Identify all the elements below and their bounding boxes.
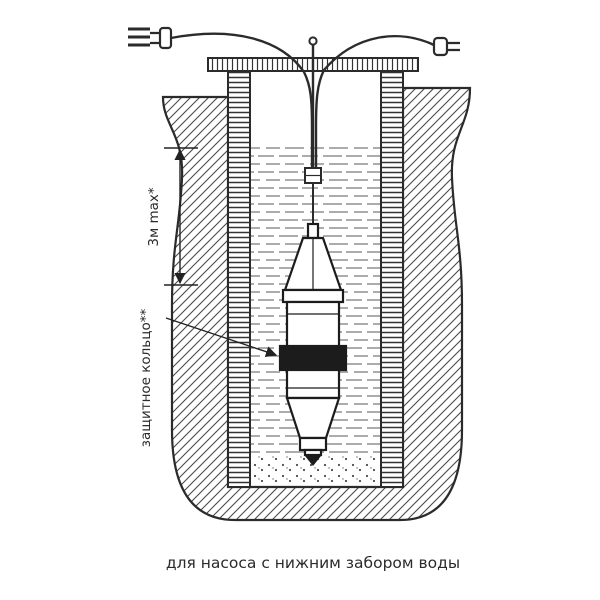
ring-label: защитное кольцо** xyxy=(138,309,154,448)
pump-intake-tip xyxy=(305,456,321,466)
caption: для насоса с нижним забором воды xyxy=(166,554,460,572)
pump-intake xyxy=(298,436,328,452)
ring-callout: защитное кольцо** xyxy=(138,309,278,448)
depth-dimension-label: 3м max* xyxy=(146,187,162,246)
ring-leader-line xyxy=(165,317,278,358)
casing-pipe-left xyxy=(227,59,251,488)
pump xyxy=(278,222,348,466)
suspension-cable-right xyxy=(314,35,437,168)
eye-bolt-icon xyxy=(308,36,318,46)
casing-pipe-right xyxy=(380,59,404,488)
power-plug-icon xyxy=(432,36,460,57)
suspension-cable-left xyxy=(170,32,314,168)
pump-cable-gland xyxy=(306,222,320,240)
pump-intake-cap xyxy=(303,448,323,457)
wall-outlet-symbol xyxy=(128,27,150,47)
protective-ring xyxy=(278,344,348,372)
depth-dimension: 3м max* xyxy=(146,147,198,286)
pump-top-cap xyxy=(281,288,345,304)
plug-left-icon xyxy=(150,26,173,50)
